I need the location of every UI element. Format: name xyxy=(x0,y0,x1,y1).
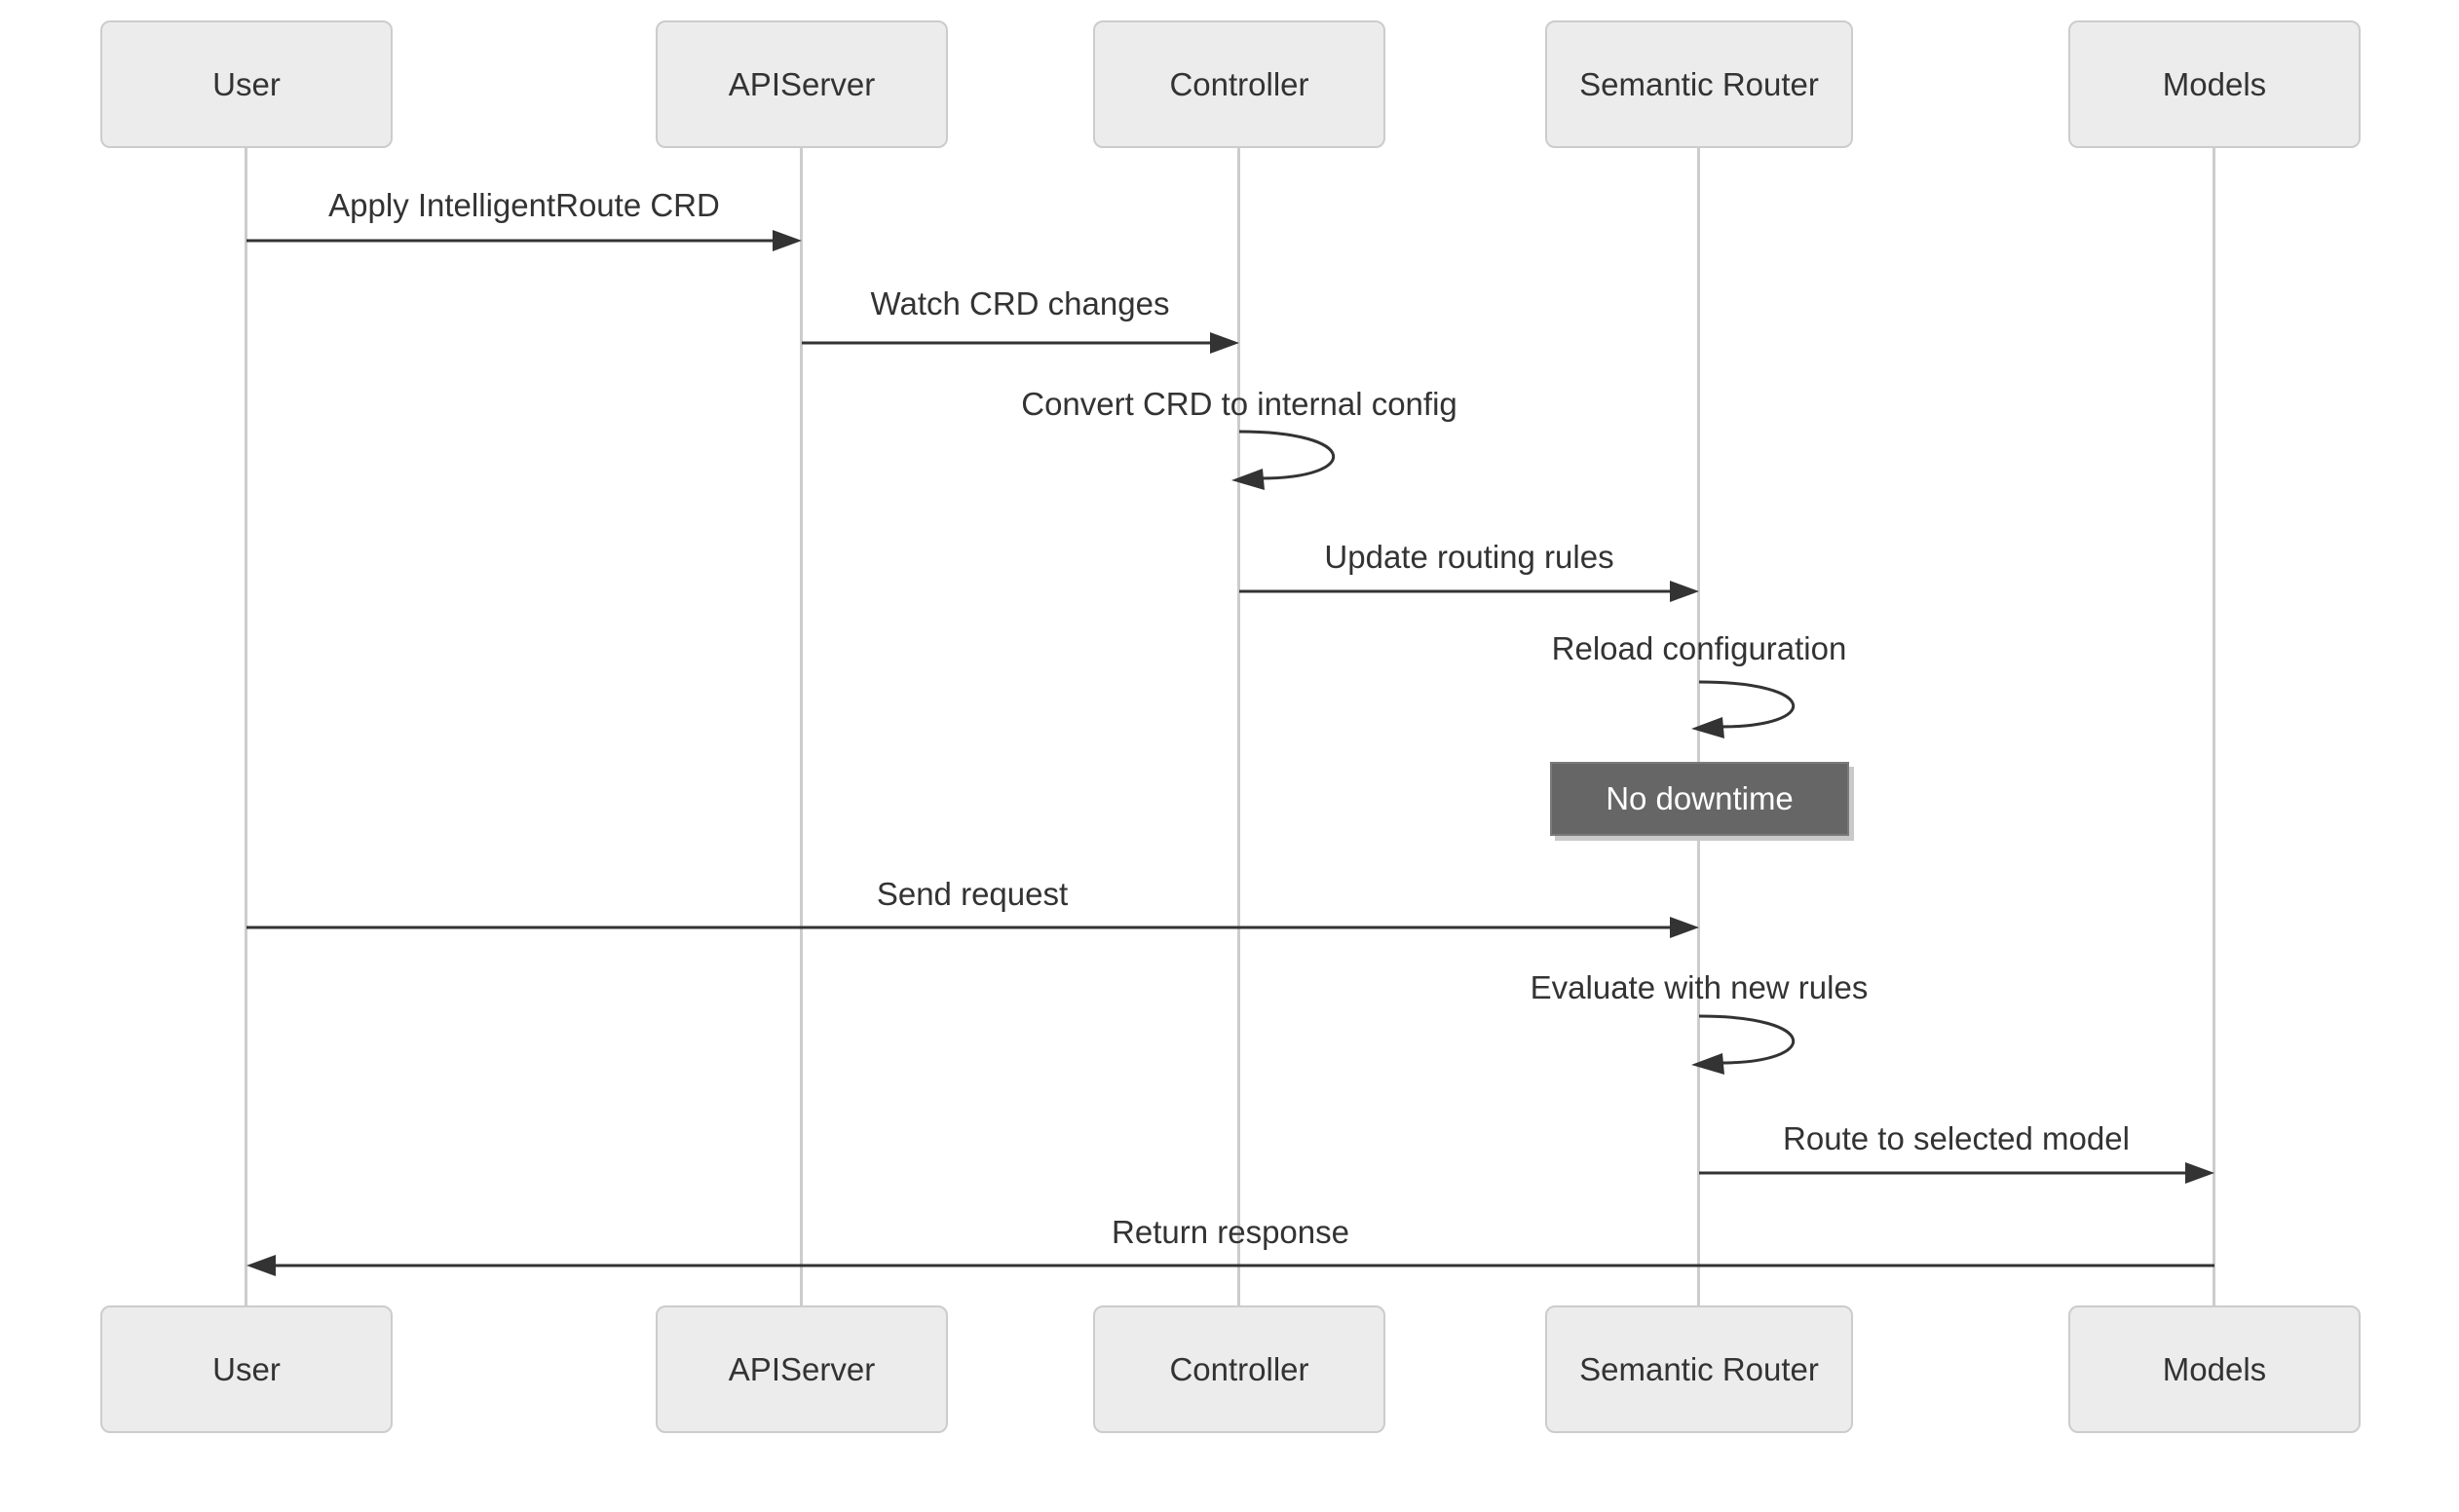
actor-label: APIServer xyxy=(728,65,876,102)
actor-label: Controller xyxy=(1169,1350,1309,1387)
actor-bottom-controller: Controller xyxy=(1093,1305,1385,1433)
actor-top-semantic-router: Semantic Router xyxy=(1545,20,1853,148)
arrowhead-watch-crd-changes xyxy=(1210,332,1239,354)
actor-bottom-models: Models xyxy=(2068,1305,2361,1433)
message-label-update-routing-rules: Update routing rules xyxy=(1324,539,1614,575)
actor-bottom-user: User xyxy=(100,1305,393,1433)
message-label-return-response: Return response xyxy=(1112,1214,1349,1250)
actor-label: User xyxy=(212,65,281,102)
arrowhead-return-response xyxy=(246,1255,276,1276)
actor-label: Semantic Router xyxy=(1579,65,1819,102)
actor-label: Controller xyxy=(1169,65,1309,102)
actor-label: Models xyxy=(2162,1350,2267,1387)
arrowhead-convert-crd xyxy=(1231,469,1265,490)
arrowhead-update-routing-rules xyxy=(1670,581,1699,602)
actor-top-controller: Controller xyxy=(1093,20,1385,148)
message-label-evaluate-with-new-rules: Evaluate with new rules xyxy=(1530,969,1869,1005)
message-label-route-to-selected-model: Route to selected model xyxy=(1783,1120,2130,1156)
arrowhead-reload-configuration xyxy=(1691,717,1724,738)
self-loop-convert-crd xyxy=(1238,430,1336,480)
self-loop-evaluate-with-new-rules xyxy=(1698,1014,1796,1065)
note-label: No downtime xyxy=(1606,780,1794,816)
actor-top-models: Models xyxy=(2068,20,2361,148)
lifeline-user xyxy=(245,146,247,1307)
message-label-reload-configuration: Reload configuration xyxy=(1551,630,1847,666)
actor-top-apiserver: APIServer xyxy=(656,20,948,148)
message-label-convert-crd: Convert CRD to internal config xyxy=(1021,386,1457,422)
lifeline-apiserver xyxy=(800,146,803,1307)
actor-bottom-apiserver: APIServer xyxy=(656,1305,948,1433)
arrowhead-evaluate-with-new-rules xyxy=(1691,1053,1724,1075)
message-label-send-request: Send request xyxy=(876,876,1069,912)
actor-bottom-semantic-router: Semantic Router xyxy=(1545,1305,1853,1433)
arrowhead-send-request xyxy=(1670,917,1699,938)
actor-label: User xyxy=(212,1350,281,1387)
arrowhead-route-to-selected-model xyxy=(2185,1162,2214,1184)
arrowhead-apply-intelligentroute-crd xyxy=(773,230,802,251)
actor-label: Semantic Router xyxy=(1579,1350,1819,1387)
self-loop-reload-configuration xyxy=(1698,680,1796,729)
message-label-apply-intelligentroute-crd: Apply IntelligentRoute CRD xyxy=(328,187,720,223)
actor-label: APIServer xyxy=(728,1350,876,1387)
actor-label: Models xyxy=(2162,65,2267,102)
note-no-downtime: No downtime xyxy=(1550,762,1849,836)
actor-top-user: User xyxy=(100,20,393,148)
lifeline-models xyxy=(2213,146,2215,1307)
lifeline-controller xyxy=(1237,146,1240,1307)
message-label-watch-crd-changes: Watch CRD changes xyxy=(870,285,1170,321)
